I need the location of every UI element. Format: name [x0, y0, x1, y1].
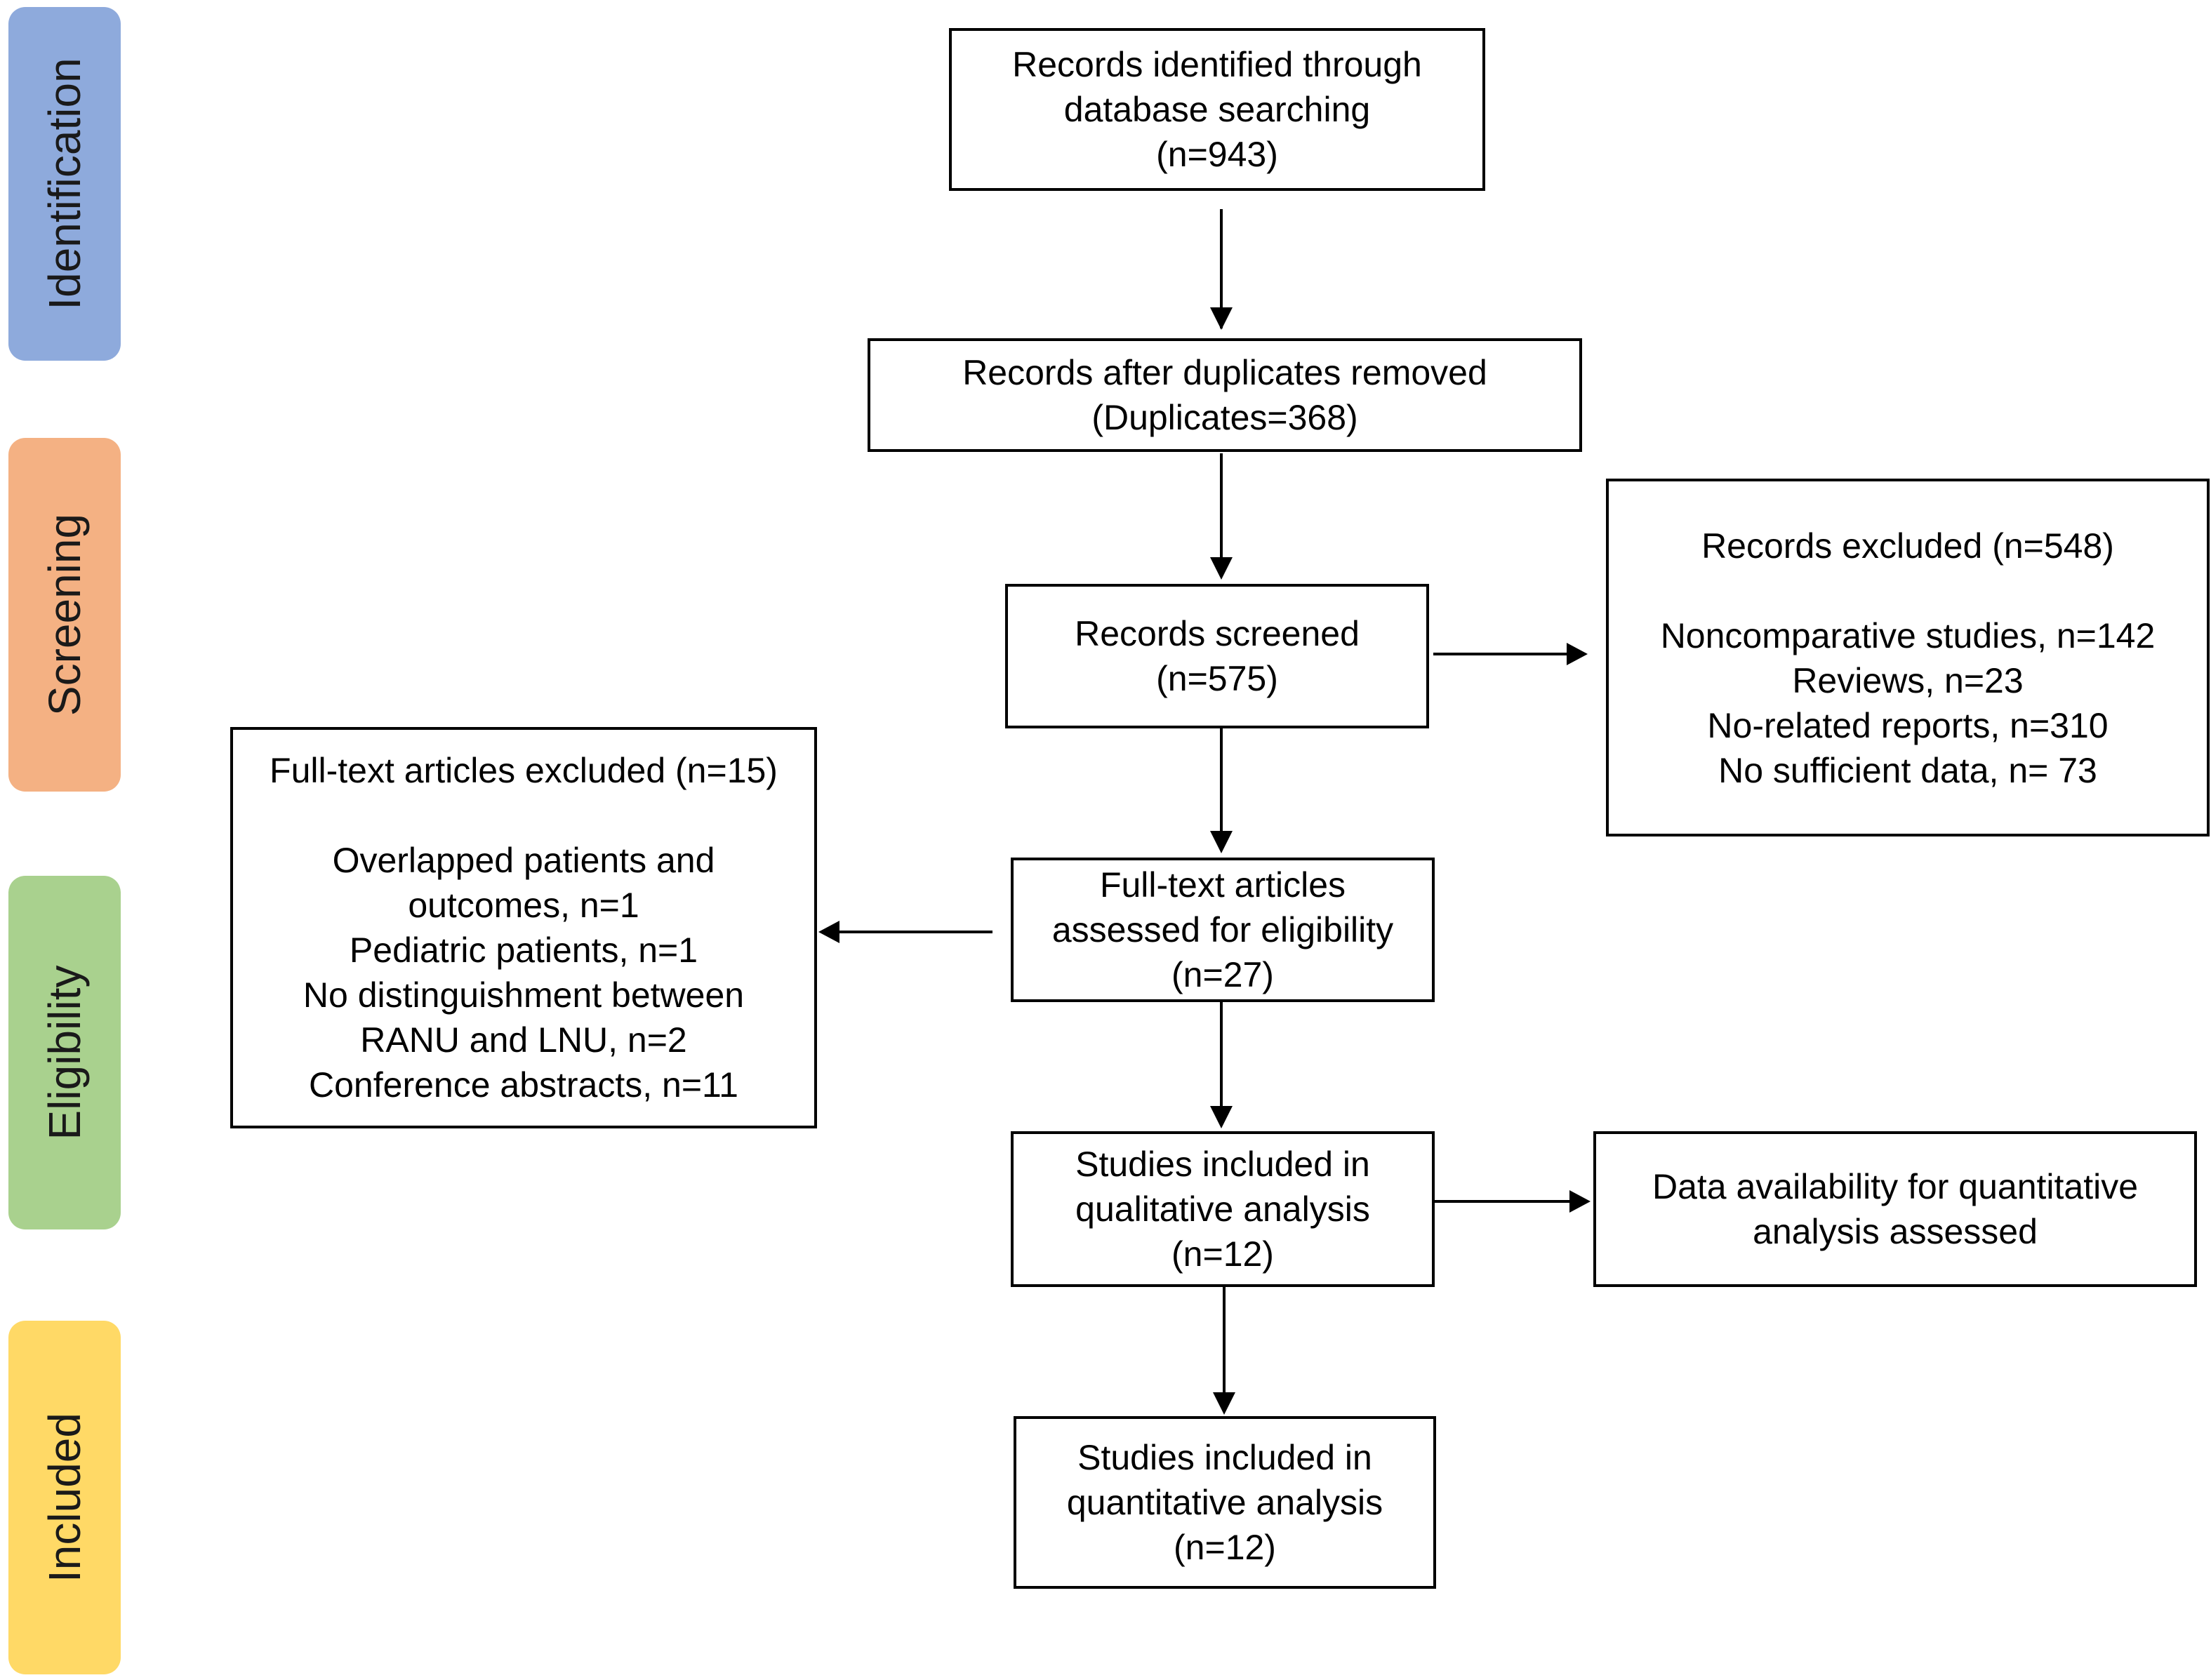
box-records-identified: Records identified through database sear…	[949, 28, 1485, 191]
quantitative-analysis-line2: quantitative analysis	[1066, 1483, 1383, 1522]
records-identified-line1: Records identified through	[1012, 45, 1422, 84]
fulltext-excluded-item: No distinguishment between	[303, 975, 745, 1015]
qualitative-analysis-line2: qualitative analysis	[1075, 1189, 1370, 1229]
box-records-excluded: Records excluded (n=548) Noncomparative …	[1606, 479, 2210, 836]
box-fulltext-assessed: Full-text articles assessed for eligibil…	[1011, 858, 1435, 1002]
fulltext-excluded-item: Conference abstracts, n=11	[309, 1065, 738, 1105]
qualitative-analysis-count: (n=12)	[1171, 1234, 1274, 1274]
records-screened-line1: Records screened	[1075, 614, 1360, 653]
records-excluded-title: Records excluded (n=548)	[1701, 526, 2114, 566]
box-quantitative-analysis: Studies included in quantitative analysi…	[1014, 1416, 1436, 1589]
fulltext-assessed-count: (n=27)	[1171, 955, 1274, 994]
data-availability-line1: Data availability for quantitative	[1652, 1167, 2139, 1206]
box-records-after-duplicates: Records after duplicates removed (Duplic…	[868, 338, 1582, 452]
quantitative-analysis-count: (n=12)	[1174, 1528, 1276, 1567]
box-fulltext-excluded: Full-text articles excluded (n=15) Overl…	[230, 727, 817, 1128]
fulltext-excluded-item: outcomes, n=1	[408, 886, 639, 925]
box-records-screened: Records screened (n=575)	[1005, 584, 1429, 728]
records-screened-count: (n=575)	[1156, 659, 1278, 698]
fulltext-excluded-item: RANU and LNU, n=2	[360, 1020, 687, 1060]
box-qualitative-analysis: Studies included in qualitative analysis…	[1011, 1131, 1435, 1287]
records-identified-count: (n=943)	[1156, 135, 1278, 174]
fulltext-assessed-line2: assessed for eligibility	[1051, 910, 1394, 949]
records-excluded-item: No-related reports, n=310	[1707, 706, 2109, 745]
stage-screening: Screening	[8, 438, 121, 792]
fulltext-excluded-title: Full-text articles excluded (n=15)	[270, 751, 778, 790]
qualitative-analysis-line1: Studies included in	[1075, 1145, 1370, 1184]
quantitative-analysis-line1: Studies included in	[1077, 1438, 1372, 1477]
records-excluded-item: Reviews, n=23	[1792, 661, 2024, 700]
records-after-duplicates-count: (Duplicates=368)	[1091, 398, 1358, 437]
box-data-availability: Data availability for quantitative analy…	[1593, 1131, 2197, 1287]
fulltext-excluded-item: Overlapped patients and	[332, 841, 715, 880]
stage-identification: Identification	[8, 7, 121, 361]
records-excluded-item: No sufficient data, n= 73	[1718, 751, 2097, 790]
stage-included: Included	[8, 1321, 121, 1674]
records-identified-line2: database searching	[1063, 90, 1371, 129]
records-excluded-item: Noncomparative studies, n=142	[1660, 616, 2156, 655]
stage-eligibility: Eligibility	[8, 876, 121, 1229]
records-after-duplicates-line1: Records after duplicates removed	[962, 353, 1487, 392]
data-availability-line2: analysis assessed	[1753, 1212, 2038, 1251]
fulltext-excluded-item: Pediatric patients, n=1	[349, 931, 698, 970]
fulltext-assessed-line1: Full-text articles	[1099, 865, 1346, 905]
